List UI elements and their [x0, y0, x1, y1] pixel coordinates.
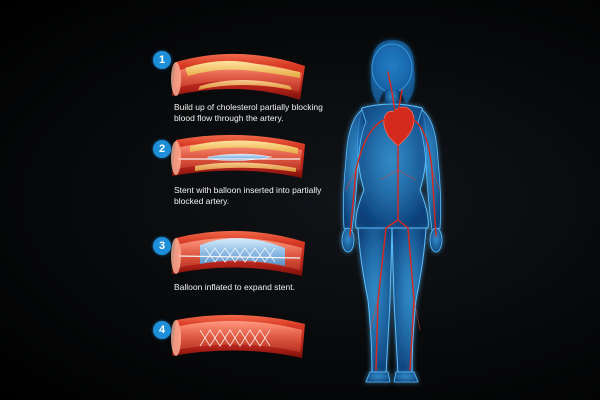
step-badge-4: 4 [153, 321, 171, 339]
step-badge-2: 2 [153, 140, 171, 158]
step-badge-3: 3 [153, 237, 171, 255]
step-caption-3: Balloon inflated to expand stent. [174, 282, 295, 292]
artery-step-3 [171, 230, 305, 276]
step-caption-1: Build up of cholesterol partially blocki… [174, 102, 323, 123]
circulatory-system [345, 71, 441, 371]
human-body-illustration [341, 40, 443, 383]
artery-step-2 [171, 134, 305, 178]
step-caption-2: Stent with balloon inserted into partial… [174, 185, 322, 206]
artery-step-1 [171, 53, 305, 100]
step-badge-1: 1 [153, 51, 171, 69]
artery-step-4 [171, 314, 305, 358]
